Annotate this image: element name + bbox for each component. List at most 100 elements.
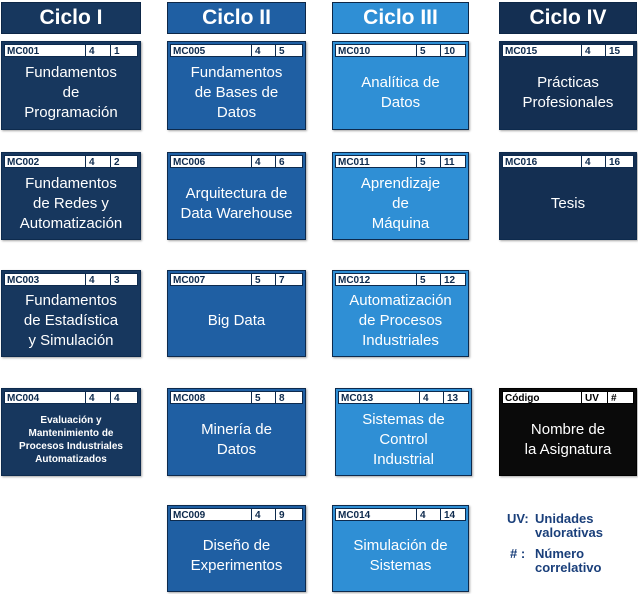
course-uv: 5 [416,156,440,168]
course-name: Analítica de Datos [361,74,440,111]
course-uv: 4 [251,45,275,57]
course-uv: 4 [251,156,275,168]
header-ciclo-1: Ciclo I [1,2,141,34]
course-card-mc012: MC012 5 12 Automatización de Procesos In… [332,270,469,357]
course-name: Aprendizaje de Máquina [360,174,441,232]
course-uv: 4 [581,45,605,57]
course-uv: 4 [85,156,110,168]
course-card-mc007: MC007 5 7 Big Data [167,270,306,357]
course-header-bar: MC002 4 2 [4,155,138,168]
course-header-bar: MC009 4 9 [170,508,303,521]
course-name: Sistemas de Control Industrial [362,410,445,468]
legend-name-label: Nombre de la Asignatura [524,420,612,458]
course-name: Minería de Datos [201,420,272,458]
course-number: 15 [605,45,637,57]
course-card-mc005: MC005 4 5 Fundamentos de Bases de Datos [167,41,306,130]
course-header-bar: MC010 5 10 [335,44,466,57]
course-name: Evaluación y Mantenimiento de Procesos I… [19,414,123,465]
course-uv: 5 [251,392,275,404]
course-header-bar: MC015 4 15 [502,44,634,57]
course-card-mc015: MC015 4 15 Prácticas Profesionales [499,41,637,130]
course-number: 11 [440,156,469,168]
course-card-mc002: MC002 4 2 Fundamentos de Redes y Automat… [1,152,141,240]
course-name: Prácticas Profesionales [522,74,614,111]
course-number: 13 [443,392,472,404]
course-card-mc013: MC013 4 13 Sistemas de Control Industria… [335,388,472,476]
course-code: MC002 [7,157,40,168]
course-code: MC001 [7,46,40,57]
course-name: Fundamentos de Programación [24,64,118,121]
course-code: MC003 [7,275,40,286]
legend-uv-description: Unidades valorativas [535,511,603,540]
legend-number-label: # [607,392,637,404]
course-number: 2 [110,156,141,168]
legend-code-label: Código [505,393,540,404]
course-code: MC013 [341,393,374,404]
legend-uv-key: UV: [507,511,529,526]
course-name: Simulación de Sistemas [353,537,448,574]
course-uv: 4 [85,392,110,404]
header-ciclo-4: Ciclo IV [499,2,637,34]
course-uv: 4 [419,392,443,404]
course-card-mc003: MC003 4 3 Fundamentos de Estadística y S… [1,270,141,357]
header-ciclo-2: Ciclo II [167,2,306,34]
course-header-bar: MC014 4 14 [335,508,466,521]
course-number: 6 [275,156,306,168]
course-number: 3 [110,274,141,286]
course-header-bar: MC003 4 3 [4,273,138,286]
legend-card: Código UV # Nombre de la Asignatura [499,388,637,476]
course-code: MC005 [173,46,206,57]
course-header-bar: MC016 4 16 [502,155,634,168]
course-card-mc014: MC014 4 14 Simulación de Sistemas [332,505,469,592]
course-card-mc010: MC010 5 10 Analítica de Datos [332,41,469,130]
course-header-bar: MC013 4 13 [338,391,469,404]
course-uv: 4 [85,45,110,57]
course-number: 1 [110,45,141,57]
course-code: MC006 [173,157,206,168]
course-uv: 5 [251,274,275,286]
course-code: MC016 [505,157,538,168]
course-number: 4 [110,392,141,404]
course-card-mc001: MC001 4 1 Fundamentos de Programación [1,41,141,130]
course-name: Arquitectura de Data Warehouse [180,184,293,222]
course-code: MC011 [338,157,370,168]
course-name: Fundamentos de Bases de Datos [190,64,283,121]
course-code: MC008 [173,393,206,404]
course-number: 9 [275,509,306,521]
course-uv: 4 [85,274,110,286]
course-number: 16 [605,156,637,168]
course-header-bar: MC011 5 11 [335,155,466,168]
course-number: 8 [275,392,306,404]
course-card-mc016: MC016 4 16 Tesis [499,152,637,240]
course-header-bar: MC008 5 8 [170,391,303,404]
course-card-mc011: MC011 5 11 Aprendizaje de Máquina [332,152,469,240]
course-name: Big Data [207,312,266,329]
course-number: 10 [440,45,469,57]
course-card-mc006: MC006 4 6 Arquitectura de Data Warehouse [167,152,306,240]
legend-number-key: # : [510,546,526,561]
header-ciclo-3: Ciclo III [332,2,469,34]
course-name: Tesis [550,194,586,212]
course-name: Fundamentos de Estadística y Simulación [23,292,119,349]
course-number: 5 [275,45,306,57]
course-code: MC009 [173,510,206,521]
course-code: MC004 [7,393,40,404]
course-number: 7 [275,274,306,286]
legend-uv-label: UV [581,392,607,404]
course-number: 12 [440,274,469,286]
course-uv: 4 [581,156,605,168]
course-code: MC010 [338,46,371,57]
course-header-bar: MC006 4 6 [170,155,303,168]
course-card-mc008: MC008 5 8 Minería de Datos [167,388,306,476]
course-uv: 5 [416,45,440,57]
course-code: MC012 [338,275,371,286]
course-name: Diseño de Experimentos [190,537,283,574]
course-name: Automatización de Procesos Industriales [349,292,452,349]
course-header-bar: MC012 5 12 [335,273,466,286]
legend-header-bar: Código UV # [502,391,634,404]
course-card-mc004: MC004 4 4 Evaluación y Mantenimiento de … [1,388,141,476]
course-code: MC015 [505,46,538,57]
course-header-bar: MC005 4 5 [170,44,303,57]
course-header-bar: MC001 4 1 [4,44,138,57]
legend-number-description: Número correlativo [535,546,602,575]
